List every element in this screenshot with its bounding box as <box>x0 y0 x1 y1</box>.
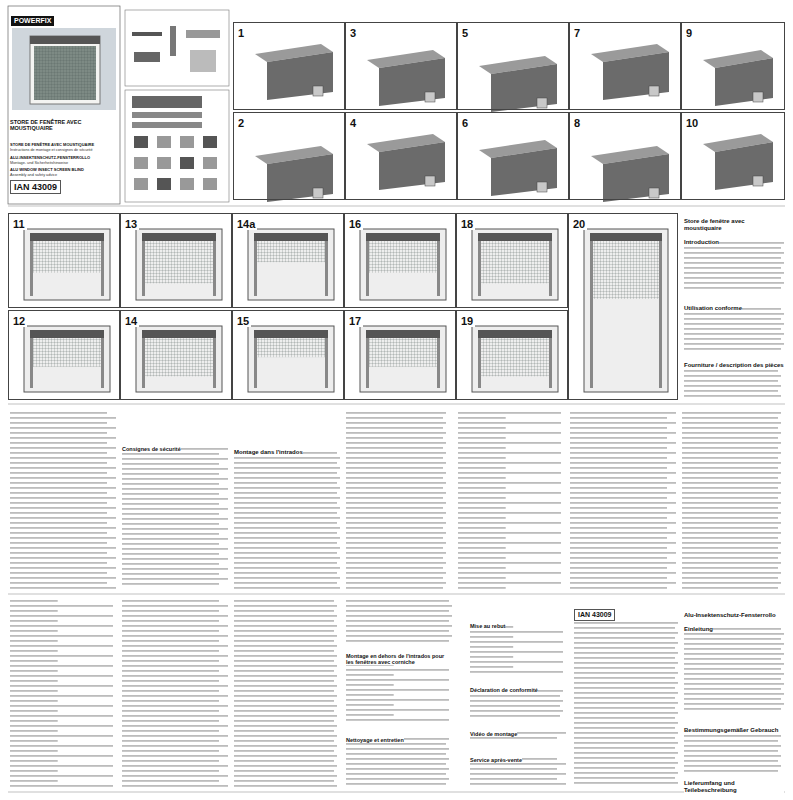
divider <box>8 594 785 595</box>
product-photo <box>12 28 116 110</box>
step-panel: 14 <box>120 310 232 400</box>
section-heading: Mise au rebut <box>470 623 505 629</box>
step-number: 16 <box>347 219 363 230</box>
step-panel: 14a <box>232 213 344 308</box>
section-heading: Nettoyage et entretien <box>346 737 404 743</box>
step-panel: 10 <box>681 112 785 200</box>
step-panel: 3 <box>345 22 457 110</box>
cover-subtitle: STORE DE FENÊTRE AVEC MOUSTIQUAIRE <box>10 143 94 148</box>
step-number: 4 <box>348 118 358 129</box>
section-title: Store de fenêtre avec moustiquaire <box>684 218 784 232</box>
article-number: IAN 43009 <box>574 609 615 621</box>
section-heading: Fourniture / description des pièces <box>684 362 784 369</box>
step-illustration <box>472 326 558 392</box>
step-illustration <box>24 326 110 392</box>
step-illustration <box>479 56 557 112</box>
section-heading: Bestimmungsgemäßer Gebrauch <box>684 727 778 734</box>
divider <box>8 206 785 207</box>
cover-subtitle: ALU WINDOW INSECT SCREEN BLIND <box>10 168 84 173</box>
step-panel: 2 <box>233 112 345 200</box>
section-heading: Montage dans l'intrados <box>234 449 303 456</box>
step-panel: 5 <box>457 22 569 110</box>
step-panel: 7 <box>569 22 681 110</box>
step-number: 8 <box>572 118 582 129</box>
step-number: 11 <box>11 219 27 230</box>
step-number: 12 <box>11 316 27 327</box>
section-heading: Lieferumfang und Teilebeschreibung <box>684 780 784 794</box>
step-panel: 6 <box>457 112 569 200</box>
step-number: 9 <box>684 28 694 39</box>
divider <box>8 404 785 405</box>
section-heading: Montage en dehors de l'intrados pour les… <box>346 653 452 666</box>
step-number: 19 <box>459 316 475 327</box>
step-illustration <box>367 134 445 190</box>
body-text-lines <box>10 242 784 787</box>
step-illustration <box>703 50 773 106</box>
step-illustration <box>360 229 446 300</box>
step-number: 1 <box>236 28 246 39</box>
step-panel: 1 <box>233 22 345 110</box>
step-illustration <box>248 229 334 300</box>
step-panel: 12 <box>8 310 120 400</box>
brand-logo: POWERFIX <box>11 16 54 26</box>
step-illustration <box>479 140 557 196</box>
step-number: 7 <box>572 28 582 39</box>
cover-subtitle: ALU-INSEKTENSCHUTZ-FENSTERROLLO <box>10 156 90 161</box>
cover-note: Montage- und Sicherheitshinweise <box>10 161 68 165</box>
step-panel: 18 <box>456 213 568 308</box>
step-illustration <box>136 229 222 300</box>
step-number: 14a <box>235 219 257 230</box>
step-illustration <box>248 326 334 392</box>
step-number: 17 <box>347 316 363 327</box>
step-illustration <box>136 326 222 392</box>
step-illustration <box>24 229 110 300</box>
step-panel: 20 <box>568 213 678 400</box>
step-panel: 15 <box>232 310 344 400</box>
divider <box>8 792 785 793</box>
section-heading: Introduction <box>684 239 719 246</box>
cover-title: STORE DE FENÊTRE AVEC MOUSTIQUAIRE <box>10 119 118 132</box>
step-illustration <box>584 229 668 392</box>
step-number: 6 <box>460 118 470 129</box>
step-illustration <box>703 134 773 190</box>
step-number: 20 <box>571 219 587 230</box>
step-number: 13 <box>123 219 139 230</box>
article-number: IAN 43009 <box>10 180 61 194</box>
step-illustration <box>255 44 333 100</box>
cover-note: Instructions de montage et consignes de … <box>10 148 93 152</box>
step-panel: 16 <box>344 213 456 308</box>
step-number: 10 <box>684 118 700 129</box>
step-panel: 9 <box>681 22 785 110</box>
step-illustration <box>591 146 669 202</box>
section-heading: Déclaration de conformité <box>470 687 538 693</box>
step-illustration <box>255 146 333 202</box>
step-number: 15 <box>235 316 251 327</box>
cover-note: Assembly and safety advice <box>10 173 57 177</box>
section-heading: Utilisation conforme <box>684 305 742 312</box>
cover-frame <box>8 6 120 204</box>
step-panel: 8 <box>569 112 681 200</box>
step-panel: 13 <box>120 213 232 308</box>
step-number: 2 <box>236 118 246 129</box>
step-panel: 19 <box>456 310 568 400</box>
step-panel: 11 <box>8 213 120 308</box>
step-panel: 17 <box>344 310 456 400</box>
step-illustration <box>591 44 669 100</box>
section-heading: Einleitung <box>684 626 713 633</box>
section-heading: Vidéo de montage <box>470 731 517 737</box>
step-number: 5 <box>460 28 470 39</box>
section-heading: Service après-vente <box>470 757 522 763</box>
step-illustration <box>360 326 446 392</box>
tools-illustration <box>125 10 229 86</box>
step-number: 14 <box>123 316 139 327</box>
step-illustration <box>367 50 445 106</box>
section-heading: Consignes de sécurité <box>122 446 181 452</box>
step-number: 3 <box>348 28 358 39</box>
section-title: Alu-Insektenschutz-Fensterrollo <box>684 612 776 619</box>
step-illustration <box>472 229 558 300</box>
step-panel: 4 <box>345 112 457 200</box>
parts-illustration <box>125 90 229 202</box>
step-number: 18 <box>459 219 475 230</box>
